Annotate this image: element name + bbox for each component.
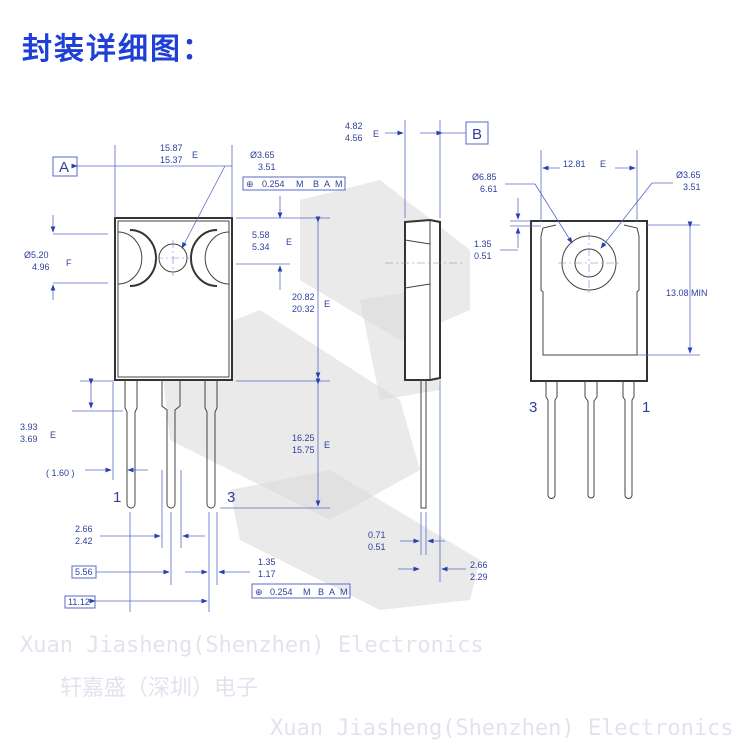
dimension-label: Xuan Jiasheng(Shenzhen) Electronics — [20, 633, 484, 658]
dimension-label: B — [313, 179, 319, 189]
dimension-label: 12.81 — [563, 159, 586, 169]
dimension-label: E — [192, 150, 198, 160]
dimension-label: E — [373, 129, 379, 139]
back-lead-3 — [545, 381, 558, 499]
back-pin-3-label: 3 — [529, 399, 537, 416]
tolerance-frame-2: ⊕ 0.254 M B A M — [251, 583, 351, 599]
dimension-label: 15.75 — [292, 445, 315, 455]
lead-2 — [161, 380, 181, 509]
dimension-label: Xuan Jiasheng(Shenzhen) Electronics — [270, 716, 734, 741]
dimension-label: 0.51 — [474, 251, 492, 261]
dimension-label: M — [335, 179, 343, 189]
dimension-label: 3.69 — [20, 434, 38, 444]
dimension-label: 3.51 — [683, 182, 701, 192]
dimension-label: 轩嘉盛（深圳）电子 — [60, 676, 258, 701]
dimension-label: 2.66 — [75, 524, 93, 534]
dimension-label: M — [296, 179, 304, 189]
back-lead-1 — [622, 381, 635, 499]
dimension-label: B — [318, 587, 324, 597]
dimension-label: 0.254 — [270, 587, 293, 597]
dimension-label: E — [50, 430, 56, 440]
dimension-label: E — [324, 440, 330, 450]
dimension-label: E — [286, 237, 292, 247]
page-title: 封装详细图： — [22, 32, 214, 67]
dimension-label: 5.34 — [252, 242, 270, 252]
dimension-label: 2.42 — [75, 536, 93, 546]
watermark: Xuan Jiasheng(Shenzhen) Electronics 轩嘉盛（… — [20, 633, 734, 741]
dimension-label: 1.35 — [474, 239, 492, 249]
dimension-label: 5.58 — [252, 230, 270, 240]
dimension-label: M — [303, 587, 311, 597]
dimension-label: F — [66, 258, 72, 268]
dimension-label: 13.08 MIN — [666, 288, 708, 298]
pin-3-label: 3 — [227, 489, 235, 506]
front-view: 1 3 A 15.87 15.37 E Ø3.65 3.51 ⊕ 0.254 M… — [20, 143, 351, 612]
dimension-label: Ø3.65 — [250, 150, 275, 160]
dimension-label: A — [329, 587, 335, 597]
dimension-label: ⊕ — [246, 179, 254, 189]
dimension-label: 20.82 — [292, 292, 315, 302]
dimension-label: 4.56 — [345, 133, 363, 143]
dimension-label: A — [324, 179, 330, 189]
side-lead — [420, 379, 427, 509]
dimension-label: 16.25 — [292, 433, 315, 443]
lead-1 — [124, 380, 138, 509]
datum-a: A — [59, 159, 69, 176]
dimension-label: 20.32 — [292, 304, 315, 314]
datum-b-box — [465, 121, 489, 145]
dimension-label: 4.82 — [345, 121, 363, 131]
pitch-value: 5.56 — [75, 567, 93, 577]
dimension-label: E — [600, 159, 606, 169]
dimension-label: Ø5.20 — [24, 250, 49, 260]
dimension-label: 1.17 — [258, 569, 276, 579]
dimension-label: M — [340, 587, 348, 597]
dimension-label: ⊕ — [255, 587, 263, 597]
dimension-label: E — [324, 299, 330, 309]
back-lead-2 — [584, 381, 598, 499]
dimension-label: 15.87 — [160, 143, 183, 153]
dimension-label: 6.61 — [480, 184, 498, 194]
dimension-label: 0.71 — [368, 530, 386, 540]
pin-1-label: 1 — [113, 489, 121, 506]
dimension-label: ( 1.60 ) — [46, 468, 75, 478]
back-view: 3 1 12.81 E Ø6.85 6.61 Ø3.65 3.51 1.35 0… — [472, 150, 708, 499]
datum-b: B — [472, 126, 482, 143]
tolerance-frame: ⊕ 0.254 M B A M — [242, 176, 346, 191]
dimension-label: 0.51 — [368, 542, 386, 552]
dimension-label: 3.93 — [20, 422, 38, 432]
dimension-label: 0.254 — [262, 179, 285, 189]
back-pin-1-label: 1 — [642, 399, 650, 416]
dimension-label: 1.35 — [258, 557, 276, 567]
span-value: 11.12 — [68, 597, 90, 607]
dimension-label: 2.29 — [470, 572, 488, 582]
lead-3 — [204, 380, 218, 509]
side-view: B 4.82 4.56 E 0.71 0.51 2.66 2.29 — [345, 120, 489, 582]
dimension-label: 4.96 — [32, 262, 50, 272]
dimension-label: Ø3.65 — [676, 170, 701, 180]
dimension-label: 3.51 — [258, 162, 276, 172]
dimension-label: 2.66 — [470, 560, 488, 570]
dimension-label: 15.37 — [160, 155, 183, 165]
dimension-label: Ø6.85 — [472, 172, 497, 182]
